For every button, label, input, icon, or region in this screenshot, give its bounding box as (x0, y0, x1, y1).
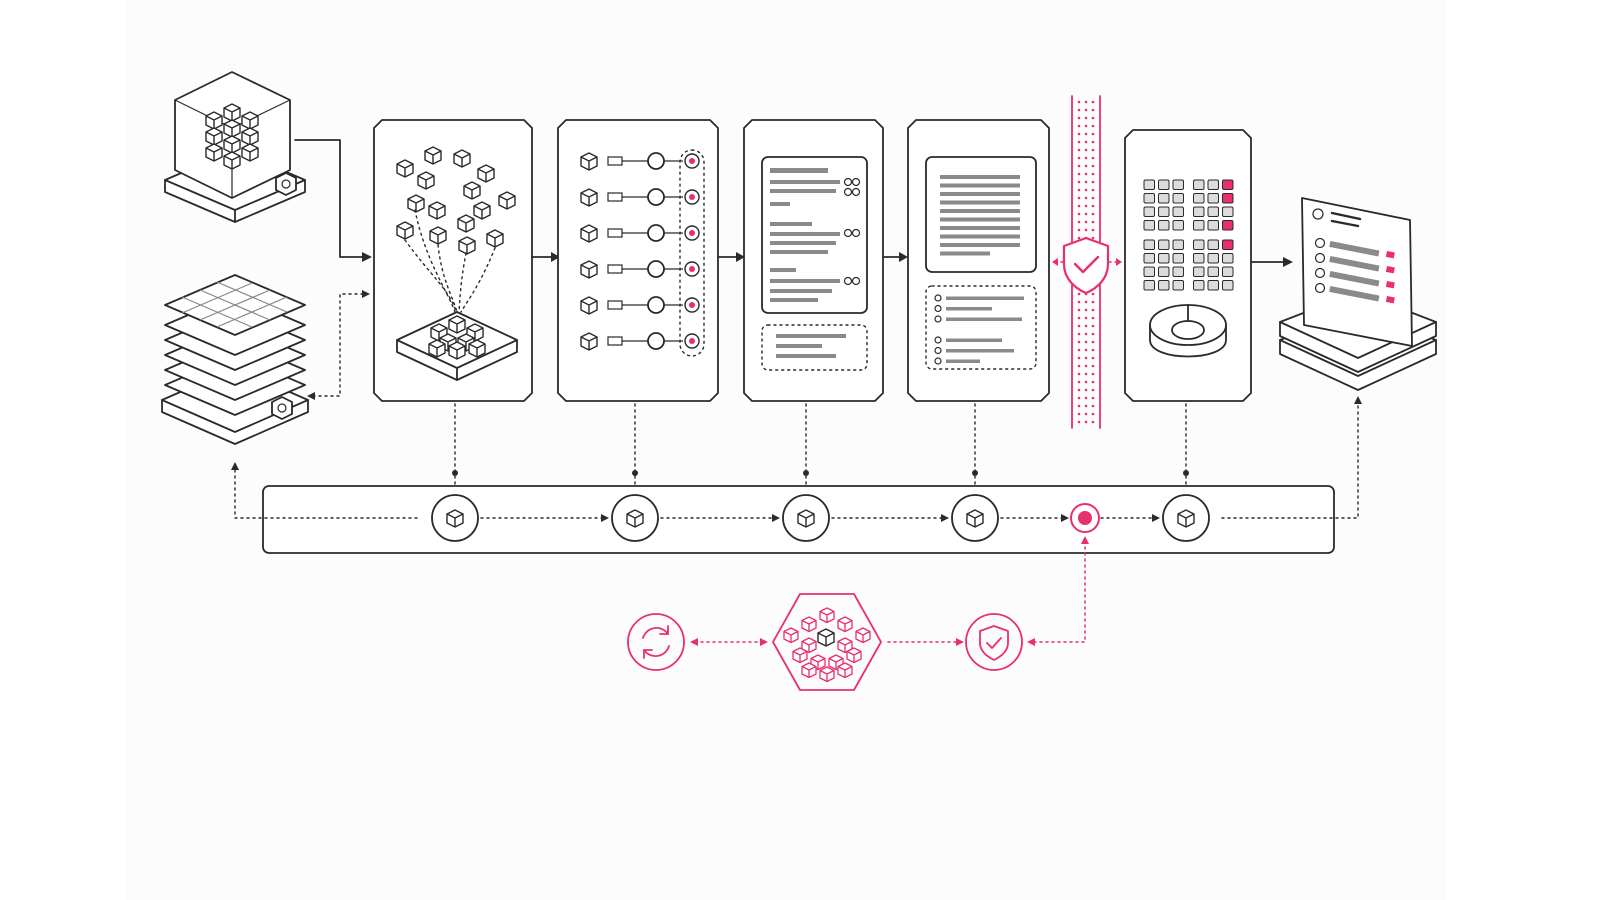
mapping-row (580, 224, 700, 243)
aggregate-panel (1124, 129, 1252, 402)
mapping-row (580, 152, 700, 171)
mapping-rows-icon (580, 149, 705, 357)
mapping-row (580, 188, 700, 207)
pipeline-bus (231, 396, 1362, 554)
mapping-row (580, 332, 700, 351)
bus-node (1162, 494, 1210, 542)
hex-cluster-icon (772, 593, 882, 691)
scatter-cubes-icon (396, 146, 518, 381)
connector-hex-icon (271, 396, 293, 420)
bus-node (782, 494, 830, 542)
document-panel-icon (761, 156, 868, 371)
document-list-icon (925, 156, 1037, 370)
connector-hex-icon (275, 172, 297, 196)
bus-node (951, 494, 999, 542)
bus-node (431, 494, 479, 542)
model-panel (907, 119, 1050, 402)
refresh-icon (627, 613, 685, 671)
bus-node (611, 494, 659, 542)
grid-donut-icon (1143, 179, 1234, 358)
report-stack-icon (1279, 197, 1437, 391)
validation-barrier (1052, 95, 1122, 429)
transform-panel (743, 119, 884, 402)
shield-check-icon (1062, 236, 1110, 295)
ingest-panel (373, 119, 533, 402)
map-panel (557, 119, 719, 402)
data-cube-icon (164, 71, 306, 223)
mapping-row (580, 296, 700, 315)
mapping-row (580, 260, 700, 279)
shield-check-icon (965, 613, 1023, 671)
bus-node (1070, 503, 1100, 533)
feedback-loop (627, 536, 1089, 691)
layered-grid-icon (161, 274, 309, 445)
